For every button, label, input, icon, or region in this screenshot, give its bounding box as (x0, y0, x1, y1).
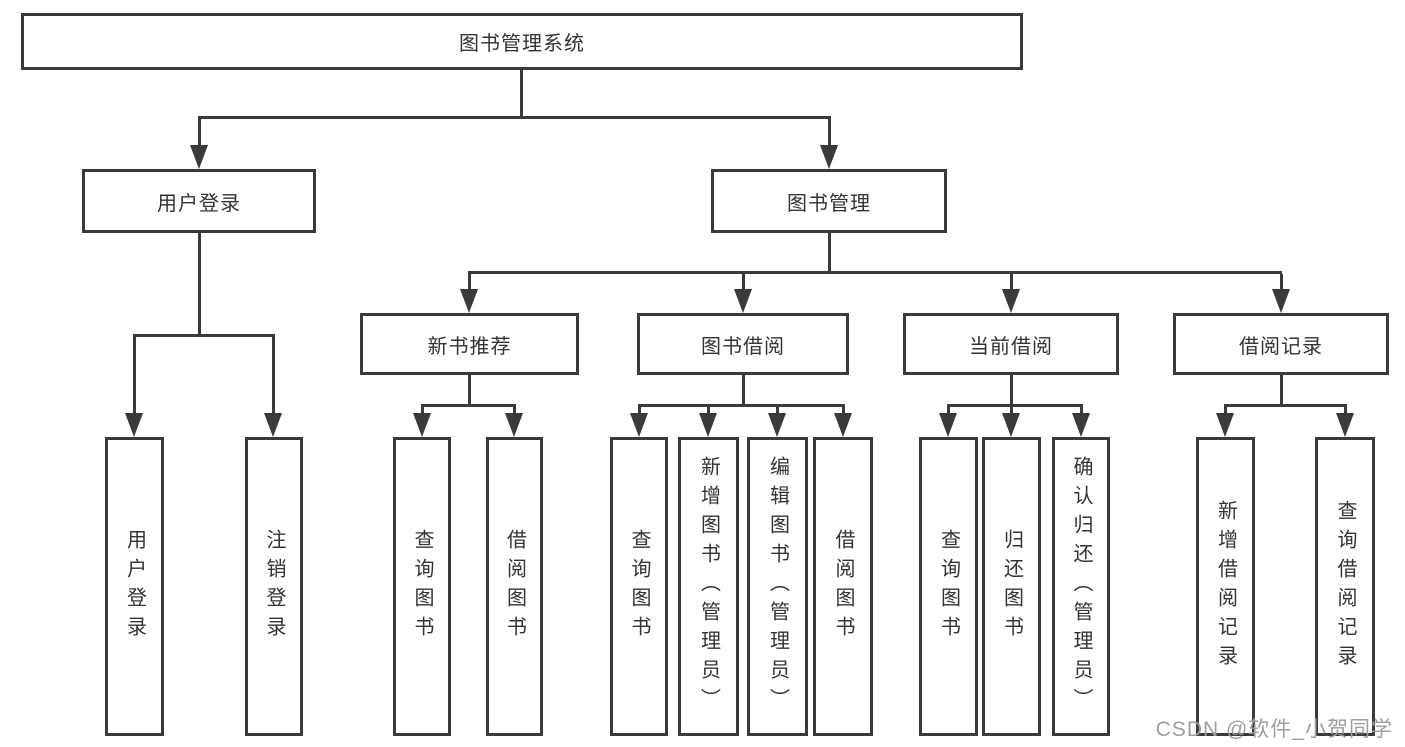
arrow-down-icon (505, 413, 523, 437)
arrow-down-icon (630, 413, 648, 437)
leaf-label: 查询图书 (937, 528, 960, 645)
leaf-label: 借阅图书 (832, 528, 854, 645)
node-current-borrowing: 当前借阅 (903, 313, 1119, 375)
node-book-management: 图书管理 (711, 169, 947, 233)
arrow-down-icon (1002, 289, 1020, 313)
connector-line (1080, 407, 1083, 415)
connector-line (776, 407, 779, 415)
connector-line (272, 337, 275, 414)
connector-line (638, 404, 845, 407)
leaf-label: 归还图书 (1000, 528, 1023, 645)
node-user-login: 用户登录 (82, 169, 316, 233)
arrow-down-icon (1272, 289, 1290, 313)
connector-line (421, 404, 516, 407)
connector-line (842, 407, 845, 415)
connector-line (468, 274, 471, 290)
arrow-down-icon (1002, 413, 1020, 437)
connector-line (468, 375, 471, 406)
connector-line (742, 274, 745, 290)
leaf-add-books-admin: 新增图书（管理员） (678, 437, 739, 736)
connector-line (1010, 407, 1013, 415)
arrow-down-icon (413, 413, 431, 437)
leaf-label: 新增借阅记录 (1214, 499, 1237, 674)
connector-line (947, 404, 1083, 407)
arrow-down-icon (1336, 413, 1354, 437)
leaf-label: 编辑图书（管理员） (766, 456, 789, 717)
connector-line (742, 375, 745, 406)
arrow-down-icon (699, 413, 717, 437)
leaf-add-borrow-record: 新增借阅记录 (1196, 437, 1255, 736)
connector-line (520, 70, 523, 116)
leaf-label: 查询借阅记录 (1334, 499, 1356, 674)
arrow-down-icon (264, 413, 282, 437)
leaf-label: 查询图书 (628, 528, 650, 645)
leaf-confirm-return-admin: 确认归还（管理员） (1052, 437, 1110, 736)
connector-line (1344, 407, 1347, 415)
node-library-system-root: 图书管理系统 (21, 13, 1023, 70)
leaf-label: 借阅图书 (503, 528, 526, 645)
arrow-down-icon (734, 289, 752, 313)
leaf-user-login: 用户登录 (105, 437, 164, 736)
leaf-return-books: 归还图书 (982, 437, 1041, 736)
connector-line (198, 233, 201, 334)
arrow-down-icon (190, 145, 208, 169)
leaf-label: 用户登录 (123, 528, 146, 645)
connector-line (638, 407, 641, 415)
connector-line (468, 271, 1282, 274)
connector-line (1010, 274, 1013, 290)
connector-line (1280, 375, 1283, 406)
leaf-label: 新增图书（管理员） (697, 456, 720, 717)
connector-line (947, 407, 950, 415)
connector-line (1280, 274, 1283, 290)
node-book-borrowing: 图书借阅 (637, 313, 849, 375)
arrow-down-icon (125, 413, 143, 437)
arrow-down-icon (460, 289, 478, 313)
node-new-book-recommend: 新书推荐 (360, 313, 579, 375)
connector-line (1224, 407, 1227, 415)
connector-line (198, 116, 831, 119)
connector-line (513, 407, 516, 415)
arrow-down-icon (834, 413, 852, 437)
leaf-query-books-current: 查询图书 (919, 437, 978, 736)
leaf-label: 确认归还（管理员） (1070, 456, 1092, 717)
connector-line (1224, 404, 1347, 407)
leaf-query-borrow-record: 查询借阅记录 (1315, 437, 1375, 736)
leaf-label: 查询图书 (411, 528, 433, 645)
leaf-borrow-books: 借阅图书 (813, 437, 873, 736)
leaf-query-books-recommend: 查询图书 (393, 437, 451, 736)
arrow-down-icon (820, 145, 838, 169)
arrow-down-icon (939, 413, 957, 437)
arrow-down-icon (1216, 413, 1234, 437)
connector-line (1010, 375, 1013, 406)
connector-line (828, 233, 831, 271)
connector-line (421, 407, 424, 415)
csdn-watermark: CSDN @软件_小贺同学 (1155, 718, 1393, 741)
arrow-down-icon (768, 413, 786, 437)
leaf-label: 注销登录 (263, 528, 285, 645)
connector-line (707, 407, 710, 415)
leaf-borrow-books-recommend: 借阅图书 (486, 437, 543, 736)
leaf-logout-login: 注销登录 (245, 437, 303, 736)
connector-line (198, 119, 201, 146)
leaf-query-books-borrowing: 查询图书 (610, 437, 668, 736)
leaf-edit-books-admin: 编辑图书（管理员） (747, 437, 808, 736)
connector-line (133, 334, 275, 337)
node-borrowing-records: 借阅记录 (1173, 313, 1389, 375)
connector-line (828, 119, 831, 146)
arrow-down-icon (1072, 413, 1090, 437)
connector-line (133, 337, 136, 414)
